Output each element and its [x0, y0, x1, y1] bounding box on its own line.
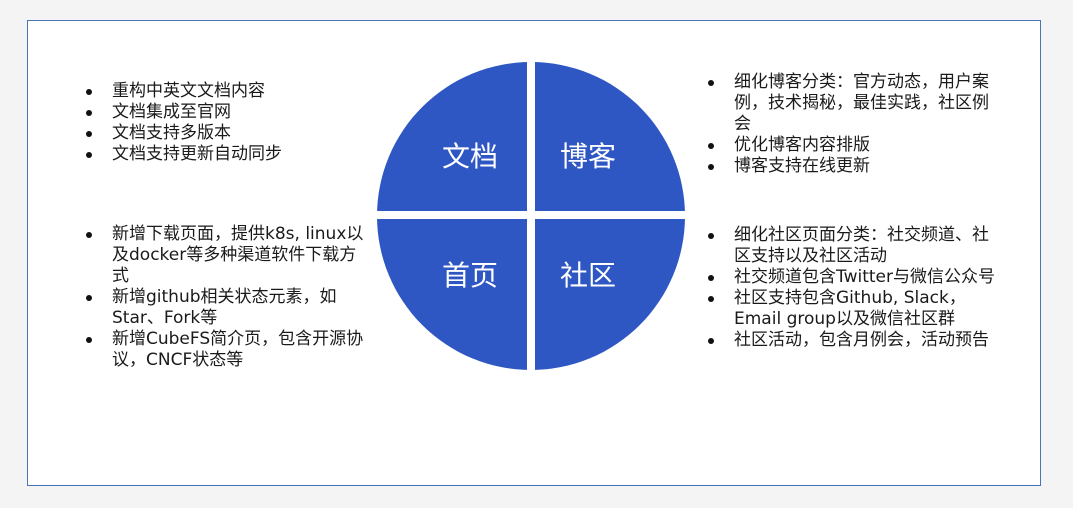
list-item: 新增github相关状态元素，如Star、Fork等 — [80, 287, 365, 329]
community-feature-list: 细化社区页面分类：社交频道、社区支持以及社区活动 社交频道包含Twitter与微… — [702, 225, 1002, 351]
quadrant-label-community: 社区 — [560, 259, 616, 292]
list-item: 新增下载页面，提供k8s, linux以及docker等多种渠道软件下载方式 — [80, 224, 365, 287]
list-item: 社区支持包含Github, Slack，Email group以及微信社区群 — [702, 288, 1002, 330]
horizontal-divider — [376, 211, 686, 219]
list-item: 文档支持更新自动同步 — [80, 144, 350, 165]
quadrant-label-docs: 文档 — [442, 140, 498, 173]
home-feature-list: 新增下载页面，提供k8s, linux以及docker等多种渠道软件下载方式 新… — [80, 224, 365, 371]
docs-feature-list: 重构中英文文档内容 文档集成至官网 文档支持多版本 文档支持更新自动同步 — [80, 81, 350, 165]
four-quadrant-circle: 文档 博客 首页 社区 — [376, 61, 686, 371]
list-item: 文档集成至官网 — [80, 102, 350, 123]
list-item: 细化社区页面分类：社交频道、社区支持以及社区活动 — [702, 225, 1002, 267]
list-item: 社区活动，包含月例会，活动预告 — [702, 330, 1002, 351]
list-item: 博客支持在线更新 — [702, 156, 992, 177]
quadrant-label-home: 首页 — [442, 259, 498, 292]
list-item: 文档支持多版本 — [80, 123, 350, 144]
list-item: 新增CubeFS简介页，包含开源协议，CNCF状态等 — [80, 329, 365, 371]
list-item: 重构中英文文档内容 — [80, 81, 350, 102]
quadrant-label-blog: 博客 — [560, 140, 616, 173]
list-item: 社交频道包含Twitter与微信公众号 — [702, 267, 1002, 288]
list-item: 细化博客分类：官方动态，用户案例，技术揭秘，最佳实践，社区例会 — [702, 72, 992, 135]
list-item: 优化博客内容排版 — [702, 135, 992, 156]
blog-feature-list: 细化博客分类：官方动态，用户案例，技术揭秘，最佳实践，社区例会 优化博客内容排版… — [702, 72, 992, 177]
